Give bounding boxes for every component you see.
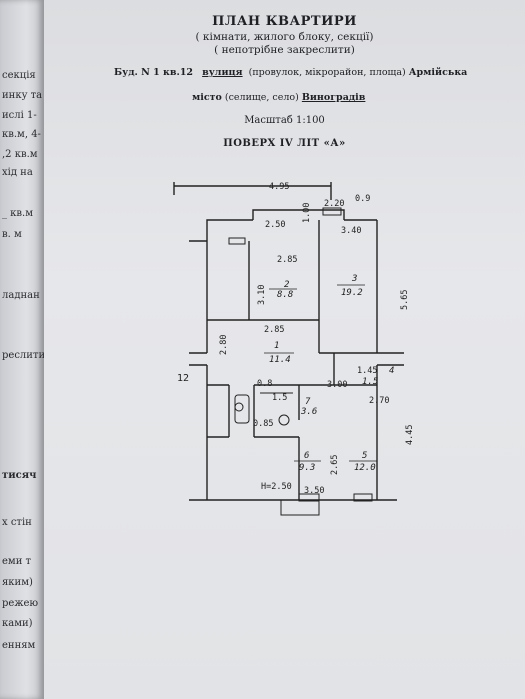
room-area: 12.0	[354, 463, 376, 473]
document-subtitle: ( кімнати, жилого блоку, секції)	[195, 31, 374, 43]
floor-label: ПОВЕРХ IV ЛІТ «А»	[223, 138, 346, 149]
room-area: 1.5	[362, 377, 378, 387]
street-hint: (провулок, мікрорайон, площа)	[248, 67, 406, 78]
left-fragment: в. м	[2, 229, 22, 240]
left-fragment: енням	[2, 640, 36, 651]
dimension-label: 3.00	[327, 380, 347, 390]
left-fragment: секція	[2, 70, 36, 81]
room-number: 7	[305, 397, 311, 407]
plan-scale: Масштаб 1:100	[244, 115, 325, 126]
dimension-label: 2.20	[324, 199, 344, 209]
room-number: 3	[351, 274, 357, 284]
document-title: ПЛАН КВАРТИРИ	[212, 14, 357, 29]
room-area: 19.2	[341, 288, 363, 298]
city-label: місто	[192, 92, 222, 103]
ceiling-height: H=2.50	[261, 482, 292, 492]
dimension-label: 1.00	[302, 203, 312, 223]
left-adjacent-page: секція инку та ислі 1- кв.м, 4- ,2 кв.м …	[0, 0, 44, 699]
dimension-label: 2.65	[330, 455, 340, 475]
axis-marker: 12	[177, 373, 189, 384]
dimension-label: 1.5	[272, 393, 287, 403]
left-fragment: реслити	[2, 350, 44, 361]
dimension-overall-width: 4.95	[269, 182, 289, 192]
floor-plan: 4.95 2.50 2.20 0.9 1.00 3.40 2.85 3.10 5…	[173, 182, 415, 516]
left-fragment: ,2 кв.м	[2, 149, 38, 160]
left-fragment: хід на	[2, 167, 33, 178]
left-fragment: ислі 1-	[2, 110, 37, 121]
city-name: Виноградів	[301, 92, 366, 103]
dimension-label: 2.50	[265, 220, 285, 230]
left-fragment: _ кв.м	[2, 208, 34, 219]
dimension-label: 2.85	[264, 325, 284, 335]
dimension-label: 2.70	[369, 396, 389, 406]
left-fragment: ладнан	[2, 290, 40, 301]
dimension-label: 3.10	[257, 285, 267, 305]
left-fragment: режею	[2, 598, 39, 609]
city-hint: (селище, село)	[224, 92, 299, 103]
dimension-label: 2.85	[277, 255, 297, 265]
left-fragment: тисяч	[2, 470, 37, 481]
dimension-label: 3.50	[304, 486, 324, 496]
building-number: Буд. N 1 кв.12	[114, 67, 194, 78]
room-area: 9.3	[299, 463, 315, 473]
document-subtitle-note: ( непотрібне закреслити)	[214, 44, 355, 56]
room-number: 2	[284, 280, 289, 290]
room-number: 6	[304, 451, 309, 461]
room-area: 11.4	[269, 355, 291, 365]
left-fragment: кв.м, 4-	[2, 129, 41, 140]
document-sheet: ПЛАН КВАРТИРИ ( кімнати, жилого блоку, с…	[44, 0, 525, 699]
dimension-label: 0.9	[355, 194, 370, 204]
left-fragment: яким)	[2, 577, 33, 588]
room-area: 8.8	[277, 290, 293, 300]
dimension-label: 3.40	[341, 226, 361, 236]
room-number: 1	[274, 341, 279, 351]
dimension-label: 2.80	[219, 335, 229, 355]
dimension-label: 0.8	[257, 379, 272, 389]
room-number: 4	[389, 366, 394, 376]
dimension-label: 4.45	[405, 425, 415, 445]
left-fragment: еми т	[2, 556, 32, 567]
dimension-label: 0.85	[253, 419, 273, 429]
city-line: місто (селище, село) Виноградів	[192, 92, 365, 103]
street-label: вулиця	[202, 67, 243, 78]
left-fragment: ками)	[2, 618, 33, 629]
dimension-label: 5.65	[400, 290, 410, 310]
room-area: 3.6	[300, 407, 317, 417]
dimension-label: 1.45	[357, 366, 377, 376]
left-fragment: х стін	[2, 517, 32, 528]
left-fragment: инку та	[2, 90, 43, 101]
room-number: 5	[362, 451, 367, 461]
street-name: Армійська	[408, 67, 468, 78]
address-line: Буд. N 1 кв.12 вулиця (провулок, мікрора…	[114, 67, 467, 78]
